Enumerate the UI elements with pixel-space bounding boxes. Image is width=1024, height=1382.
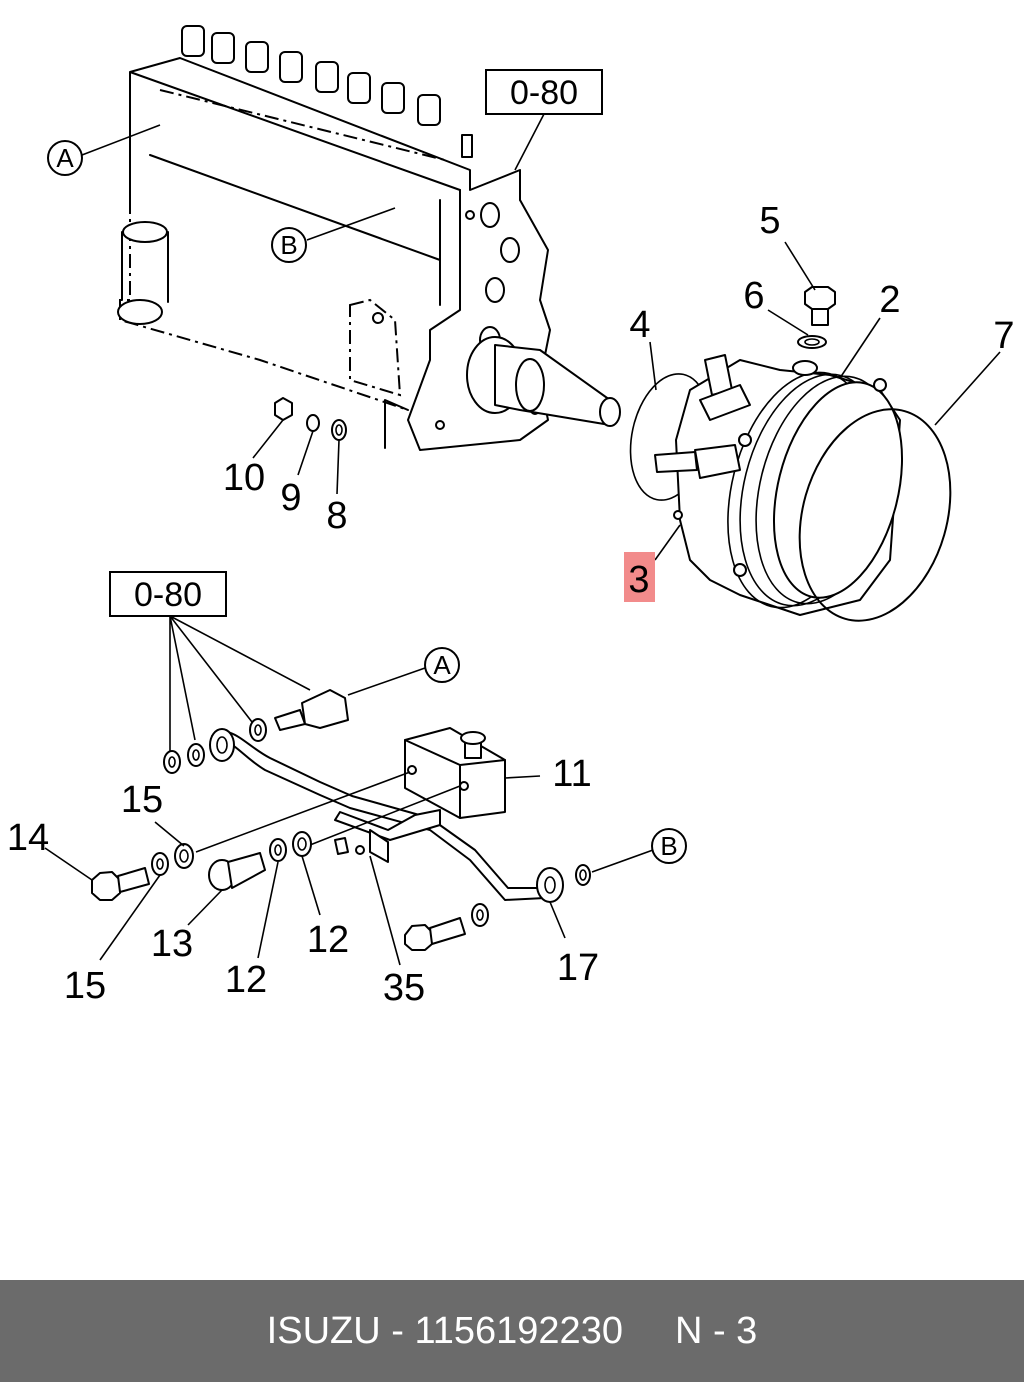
- circled-ref-b-top-label: B: [280, 230, 297, 260]
- circled-ref-b-lower-label: B: [660, 831, 677, 861]
- reference-box-lower: 0-80: [109, 571, 311, 752]
- footer-page-ref: N - 3: [674, 1309, 758, 1352]
- callout-12-left: 12: [225, 959, 267, 1001]
- plunger-caps: [159, 25, 446, 161]
- circled-ref-a-lower: [424, 647, 460, 683]
- parts-diagram: 0-80 A B: [7, 25, 1015, 1009]
- reference-box-top: 0-80: [485, 69, 603, 171]
- footer-banner: ISUZU - 1156192230 N - 3: [0, 1280, 1024, 1382]
- circled-ref-a-lower-label: A: [433, 650, 451, 680]
- callout-35: 35: [383, 967, 425, 1009]
- nut-and-washers: [252, 397, 347, 495]
- callout-4: 4: [629, 304, 650, 346]
- footer-part-number: ISUZU - 1156192230: [266, 1309, 623, 1352]
- callout-10: 10: [223, 457, 265, 499]
- callout-2: 2: [879, 279, 900, 321]
- circled-ref-b-top: B: [271, 207, 396, 263]
- callout-7: 7: [993, 315, 1014, 357]
- callout-9: 9: [280, 477, 301, 519]
- plug-bolt-and-washer: [797, 286, 836, 349]
- callout-17: 17: [557, 947, 599, 989]
- callout-12-right: 12: [307, 919, 349, 961]
- reference-box-top-label: 0-80: [510, 74, 578, 112]
- callout-11: 11: [552, 753, 591, 795]
- reference-box-lower-label: 0-80: [134, 576, 202, 614]
- callout-8: 8: [326, 495, 347, 537]
- callout-leaders: [44, 241, 1001, 966]
- callout-14: 14: [7, 817, 49, 859]
- injection-pump: [117, 25, 621, 451]
- piping-assembly: 0-80 A: [91, 571, 687, 951]
- vacuum-pump-assembly: [629, 354, 904, 616]
- callout-15-upper: 15: [121, 779, 163, 821]
- highlight-box: [624, 552, 655, 602]
- callout-3: 3: [628, 559, 649, 601]
- circled-ref-a-top-label: A: [56, 143, 74, 173]
- circled-ref-a-top: A: [47, 124, 161, 176]
- callout-labels: 3 4 5 6 2 7 10 9 8 11 15 14 13 12 15 12 …: [7, 200, 1015, 1009]
- callout-6: 6: [743, 275, 764, 317]
- circled-ref-b-lower: [651, 828, 687, 864]
- callout-15-lower: 15: [64, 965, 106, 1007]
- large-o-ring: [798, 408, 952, 622]
- callout-13: 13: [151, 923, 193, 965]
- callout-5: 5: [759, 200, 780, 242]
- drive-shaft: [466, 336, 621, 427]
